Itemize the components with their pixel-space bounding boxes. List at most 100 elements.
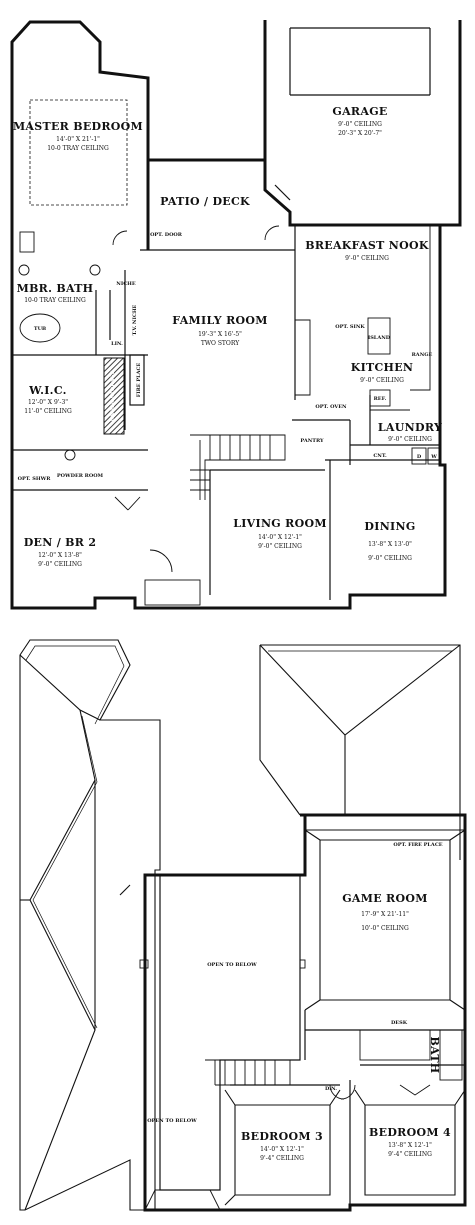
den-ceiling: 9'-0" CEILING: [38, 561, 82, 568]
island: [367, 317, 391, 355]
wic-ceiling: 11'-0" CEILING: [24, 408, 72, 415]
laundry-label: LAUNDRY: [378, 421, 442, 434]
garage-label: GARAGE: [332, 105, 387, 118]
garage-step: [274, 184, 291, 201]
open-to-below-label-2: OPEN TO BELOW: [147, 1118, 197, 1124]
mbr-bath-label: MBR. BATH: [17, 282, 94, 295]
master-bedroom-ceiling: 10-0 TRAY CEILING: [47, 145, 109, 152]
dining-ceiling: 9'-0" CEILING: [368, 555, 412, 562]
range-label: RANGE: [412, 352, 433, 358]
opt-door-label: OPT. DOOR: [150, 232, 183, 238]
left-roof: [19, 639, 161, 1211]
front-porch: [144, 579, 201, 606]
door-swing: [149, 549, 173, 573]
garage-size: 20'-3" X 20'-7": [338, 130, 382, 137]
first-floor-outer-walls: [10, 225, 447, 610]
bedroom4-ceiling: 9'-4" CEILING: [388, 1151, 432, 1158]
breakfast-nook-label: BREAKFAST NOOK: [305, 239, 429, 252]
bay-window: [144, 1189, 221, 1211]
tray-ceiling-outline: [29, 99, 128, 206]
bedroom4-label: BEDROOM 4: [369, 1126, 451, 1139]
family-room-size: 19'-3" X 16'-5": [198, 331, 242, 338]
door-swing: [114, 496, 141, 511]
opt-oven-label: OPT. OVEN: [315, 404, 347, 410]
breakfast-ceiling: 9'-0" CEILING: [345, 255, 389, 262]
bedroom4-tray: [354, 1089, 466, 1196]
opt-fire-place-label: OPT. FIRE PLACE: [393, 842, 442, 848]
powder-sink: [64, 449, 76, 461]
den-label: DEN / BR 2: [24, 536, 97, 549]
dn-label: D.N.: [325, 1086, 337, 1092]
opt-shower-label: OPT. SHWR: [18, 476, 52, 482]
pantry-label: PANTRY: [300, 438, 324, 444]
door-swing: [264, 225, 280, 241]
game-room-tray: [304, 829, 466, 1011]
bath-tub: [439, 1029, 463, 1081]
washer-label: W: [430, 454, 437, 460]
bathtub: [19, 313, 61, 343]
opt-sink-label: OPT. SINK: [335, 324, 365, 330]
under-storage-hatch: [103, 357, 125, 435]
washer: [427, 447, 441, 465]
mbr-bath-ceiling: 10-0 TRAY CEILING: [24, 297, 86, 304]
den-size: 12'-0" X 13'-8": [38, 552, 82, 559]
niche-label: NICHE: [116, 281, 136, 287]
bedroom3-ceiling: 9'-4" CEILING: [260, 1155, 304, 1162]
linen-label: LIN.: [111, 341, 123, 347]
garage-walls: [263, 20, 462, 227]
kitchen-ceiling: 9'-0" CEILING: [360, 377, 404, 384]
chimney: [139, 959, 149, 969]
sink-2: [89, 264, 101, 276]
bedroom3-size: 14'-0" X 12'-1": [260, 1146, 304, 1153]
ref-label: REF.: [374, 396, 387, 402]
door-swing: [112, 230, 128, 246]
desk-label: DESK: [391, 1020, 408, 1026]
living-room-size: 14'-0" X 12'-1": [258, 534, 302, 541]
island-label: ISLAND: [368, 335, 391, 341]
garage-door: [289, 27, 431, 96]
patio-label: PATIO / DECK: [160, 195, 250, 208]
patio-edge: [146, 158, 265, 250]
wic-size: 12'-0" X 9'-3": [28, 399, 68, 406]
family-room-ceiling: TWO STORY: [201, 340, 240, 347]
open-to-below-label-1: OPEN TO BELOW: [207, 962, 257, 968]
bedroom3-tray: [224, 1089, 341, 1206]
toilet: [19, 231, 35, 253]
dining-label: DINING: [364, 520, 415, 533]
game-room-size: 17'-9" X 21'-11": [361, 911, 409, 918]
game-room-label: GAME ROOM: [342, 892, 428, 905]
powder-room-label: POWDER ROOM: [57, 473, 104, 479]
living-room-label: LIVING ROOM: [233, 517, 327, 530]
right-roof: [259, 644, 461, 860]
game-room-ceiling: 10'-0" CEILING: [361, 925, 409, 932]
laundry-ceiling: 9'-0" CEILING: [388, 436, 432, 443]
master-bedroom-walls: [10, 20, 150, 250]
sink-1: [18, 264, 30, 276]
bath-label: BATH: [428, 1036, 441, 1073]
dryer-label: D: [417, 454, 422, 460]
under-storage-label: UNDER STORAGE: [110, 370, 116, 421]
counter-label: CNT.: [373, 453, 387, 459]
wic-label: W.I.C.: [28, 384, 67, 397]
dryer: [411, 447, 427, 465]
dining-size: 13'-8" X 13'-0": [368, 541, 412, 548]
fireplace: [129, 354, 145, 406]
second-floor: OPT. FIRE PLACE GAME ROOM 17'-9" X 21'-1…: [19, 639, 467, 1212]
master-bedroom-label: MASTER BEDROOM: [13, 120, 143, 133]
tv-niche-label: T.V. NICHE: [132, 304, 138, 335]
closet-doors: [399, 1084, 431, 1096]
interior-walls: [12, 225, 440, 600]
upper-stair: [205, 1059, 291, 1086]
refrigerator: [369, 389, 391, 407]
living-room-ceiling: 9'-0" CEILING: [258, 543, 302, 550]
master-bedroom-size: 14'-0" X 21'-1": [56, 136, 100, 143]
post: [299, 959, 306, 969]
bedroom4-size: 13'-8" X 12'-1": [388, 1142, 432, 1149]
first-floor: MASTER BEDROOM 14'-0" X 21'-1" 10-0 TRAY…: [10, 20, 462, 610]
bath-vanity: [359, 1029, 431, 1061]
garage-ceiling: 9'-0" CEILING: [338, 121, 382, 128]
door-swing: [340, 1084, 356, 1100]
family-room-label: FAMILY ROOM: [172, 314, 268, 327]
